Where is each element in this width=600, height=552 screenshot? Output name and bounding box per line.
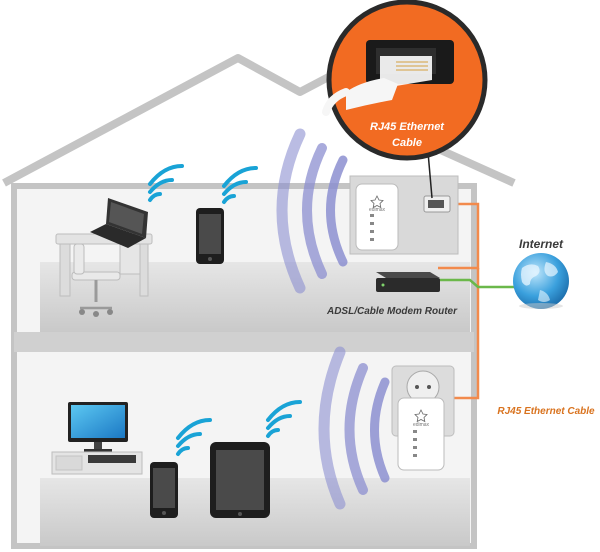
laptop-icon: [90, 198, 148, 248]
powerline-adapter-icon: [355, 183, 399, 251]
callout-label-line2: Cable: [392, 137, 422, 149]
modem-router-icon: [376, 272, 440, 292]
powerline-adapter-lower-icon: [397, 397, 445, 471]
smartphone-lower-icon: [150, 462, 178, 518]
adapter-brand-top: edimax: [369, 207, 386, 213]
callout-label-line1: RJ45 Ethernet: [370, 121, 445, 133]
wifi-waves-upper-icon: [276, 128, 348, 294]
smartphone-icon: [196, 208, 224, 264]
chair-icon: [71, 243, 121, 317]
dsl-line: [438, 278, 518, 289]
monitor-icon: [68, 402, 128, 452]
wifi-waves-lower-icon: [318, 346, 390, 510]
wifi-icon-lower-phone: [176, 418, 212, 456]
tablet-icon: [210, 442, 270, 518]
modem-router-label: ADSL/Cable Modem Router: [326, 306, 458, 317]
ethernet-cable-label: RJ45 Ethernet Cable: [497, 406, 595, 417]
wifi-icon-phone: [222, 166, 258, 204]
ethernet-cable-lines: [438, 202, 480, 400]
globe-icon: [513, 253, 569, 309]
tv-stand-icon: [51, 451, 143, 475]
internet-label: Internet: [519, 237, 564, 251]
wifi-icon-laptop: [148, 164, 184, 202]
wifi-icon-tablet: [266, 400, 302, 438]
upper-floor-ceiling-band: [14, 332, 474, 352]
rj45-plug-icon: [322, 40, 454, 116]
adapter-brand-bottom: edimax: [413, 422, 430, 428]
